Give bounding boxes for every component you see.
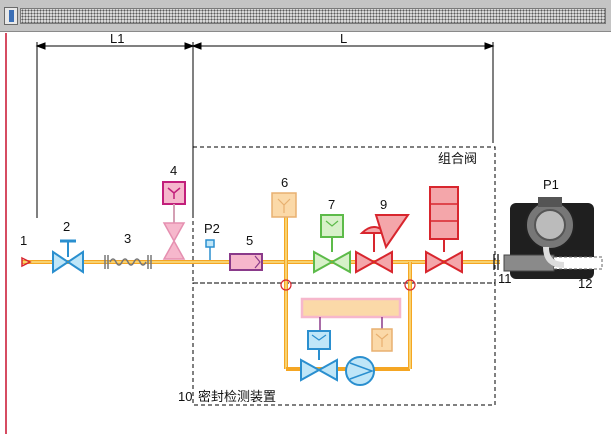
pressure-regulator-valve-icon	[355, 214, 410, 274]
junction-icon	[404, 279, 416, 291]
label-p1: P1	[543, 177, 559, 192]
flange-icon	[493, 254, 499, 270]
title-bar	[0, 0, 611, 32]
label-l1: L1	[110, 33, 124, 46]
burner-icon	[503, 197, 603, 279]
title-bar-grip[interactable]	[20, 8, 606, 24]
inlet-arrow-icon	[21, 256, 32, 268]
leak-test-device	[300, 297, 402, 386]
manual-valve-icon	[52, 239, 84, 274]
label-combo-valve: 组合阀	[438, 151, 477, 166]
gas-train-diagram: L1 L 组合阀 10 密封检测装置 1 2 3 4 P2	[5, 33, 603, 434]
regulator-icon	[229, 253, 263, 271]
pressure-switch-icon	[271, 192, 297, 218]
label-12: 12	[578, 276, 592, 291]
safety-valve-icon	[313, 214, 351, 274]
label-4: 4	[170, 163, 177, 178]
label-leak-test-number: 10	[178, 389, 192, 404]
pressure-point-icon	[205, 239, 215, 260]
main-valve-icon	[425, 186, 463, 274]
junction-icon	[280, 279, 292, 291]
label-5: 5	[246, 233, 253, 248]
label-l: L	[340, 33, 347, 46]
leak-test-box	[192, 282, 496, 406]
label-11: 11	[498, 271, 512, 286]
dimension-l1	[35, 42, 195, 218]
label-p2: P2	[204, 221, 220, 236]
label-2: 2	[63, 219, 70, 234]
label-9: 9	[380, 197, 387, 212]
filter-icon	[162, 181, 186, 260]
window-menu-button[interactable]	[4, 7, 18, 25]
label-leak-test: 密封检测装置	[198, 389, 276, 404]
label-7: 7	[328, 197, 335, 212]
label-6: 6	[281, 175, 288, 190]
label-1: 1	[20, 233, 27, 248]
dimension-l	[191, 42, 495, 143]
flex-hose-icon	[104, 255, 152, 269]
label-3: 3	[124, 231, 131, 246]
